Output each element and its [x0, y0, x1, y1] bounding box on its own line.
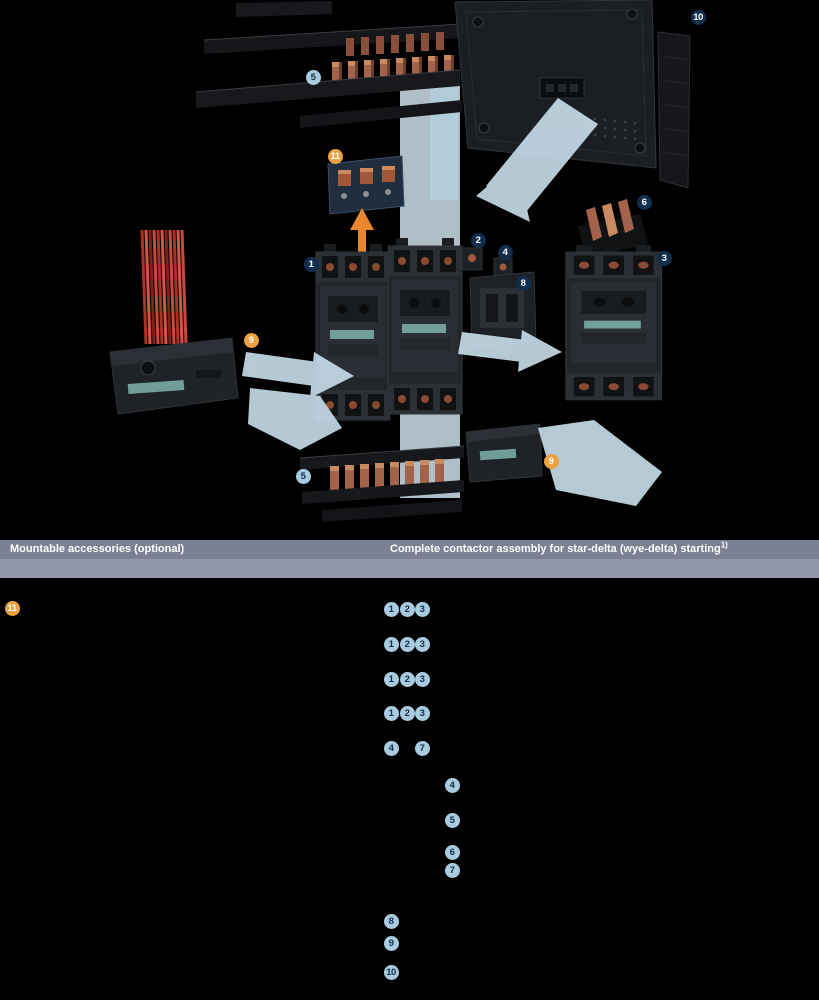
callout-8: 8 — [383, 913, 399, 929]
terminal-block — [327, 155, 405, 215]
accessory-box-right — [465, 423, 543, 483]
column-header-band — [0, 559, 819, 578]
callout-11: 11 — [4, 600, 20, 616]
right-section-header: Complete contactor assembly for star-del… — [390, 540, 728, 559]
callout-9: 9 — [383, 935, 399, 951]
callout-7: 7 — [414, 740, 430, 756]
diagram-artwork — [109, 0, 691, 522]
callout-1: 1 — [383, 671, 399, 687]
callout-2: 2 — [399, 601, 415, 617]
busbar-studs-main — [332, 55, 454, 88]
busbar-studs-bottom — [330, 459, 444, 490]
top-busbar-group — [195, 1, 463, 128]
function-module-left — [109, 337, 239, 415]
callout-2: 2 — [399, 705, 415, 721]
left-section-header: Mountable accessories (optional) — [10, 543, 185, 555]
callout-2: 2 — [399, 636, 415, 652]
callout-1: 1 — [383, 705, 399, 721]
callout-2: 2 — [399, 671, 415, 687]
side-rail — [657, 31, 691, 189]
callout-3: 3 — [414, 671, 430, 687]
orange-mount-arrow — [350, 208, 374, 252]
callout-3: 3 — [414, 636, 430, 652]
link-module — [469, 271, 537, 349]
callout-6: 6 — [444, 844, 460, 860]
callout-10: 10 — [383, 964, 399, 980]
copper-links — [578, 199, 648, 258]
busbar-studs-upper — [346, 32, 444, 56]
section-header-band: Mountable accessories (optional) Complet… — [0, 540, 819, 559]
coil-link-parts — [461, 247, 513, 279]
contactor-middle — [387, 237, 463, 415]
callout-5: 5 — [444, 812, 460, 828]
exploded-assembly-diagram — [109, 0, 691, 522]
wiring-ribbon — [140, 229, 188, 345]
callout-7: 7 — [444, 862, 460, 878]
callout-1: 1 — [383, 601, 399, 617]
callout-1: 1 — [383, 636, 399, 652]
callout-3: 3 — [414, 705, 430, 721]
contactor-left — [315, 243, 391, 421]
contactor-right — [565, 244, 663, 401]
assembly-arrows — [242, 98, 662, 506]
callout-4: 4 — [444, 777, 460, 793]
callout-4: 4 — [383, 740, 399, 756]
right-section-header-footnote: 1) — [720, 540, 728, 550]
bottom-busbar-group — [299, 445, 465, 522]
callout-3: 3 — [414, 601, 430, 617]
mounting-plate — [454, 0, 691, 189]
right-section-header-text: Complete contactor assembly for star-del… — [390, 543, 721, 555]
